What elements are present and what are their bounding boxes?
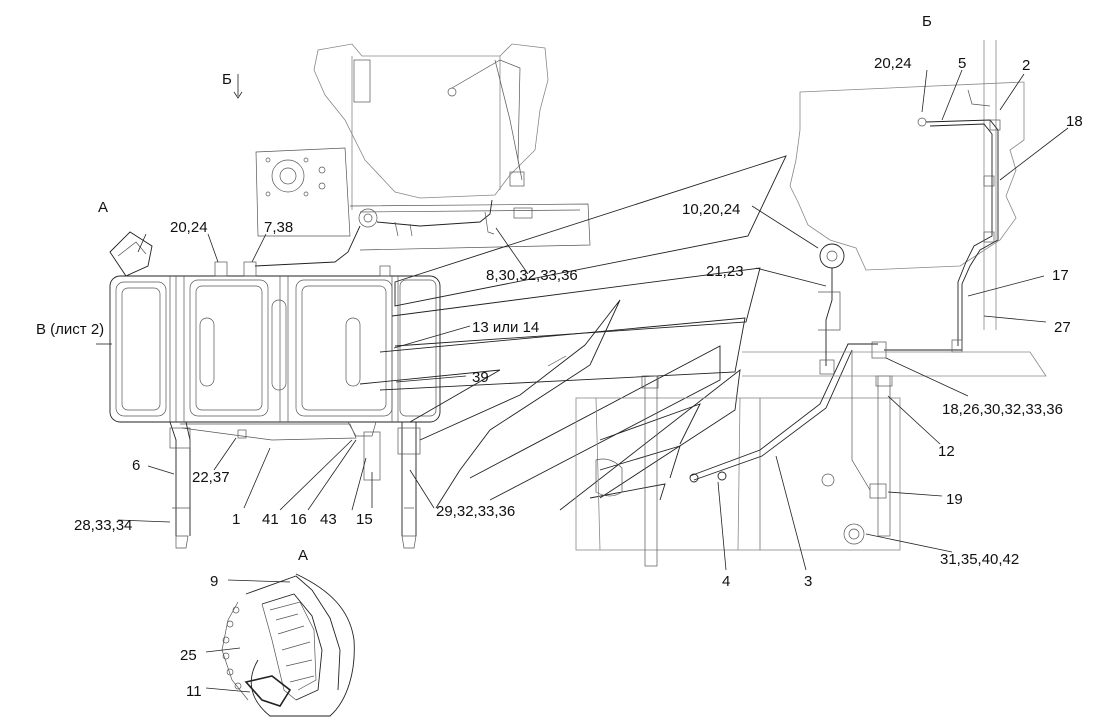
- callout-20-24-left: 20,24: [170, 219, 208, 236]
- callout-9: 9: [210, 573, 218, 590]
- callout-29: 29,32,33,36: [436, 503, 515, 520]
- callout-labels: Б Б А А В (лист 2) 20,24 7,38 8,30,32,33…: [36, 13, 1083, 700]
- engine-outline: [254, 43, 591, 267]
- callout-1: 1: [232, 511, 240, 528]
- callout-3: 3: [804, 573, 812, 590]
- callout-8: 8,30,32,33,36: [486, 267, 578, 284]
- callout-43: 43: [320, 511, 337, 528]
- callout-10-20-24: 10,20,24: [682, 201, 740, 218]
- view-label-v-arrow: В (лист 2): [36, 321, 104, 338]
- view-label-a-main: А: [98, 199, 108, 216]
- view-label-b: Б: [922, 13, 932, 30]
- view-label-b-arrow: Б: [222, 71, 232, 88]
- callout-4: 4: [722, 573, 730, 590]
- view-label-a-detail: А: [298, 547, 308, 564]
- callout-15: 15: [356, 511, 373, 528]
- leader-lines: [96, 69, 1069, 693]
- callout-12: 12: [938, 443, 955, 460]
- callout-7-38: 7,38: [264, 219, 293, 236]
- callout-39: 39: [472, 369, 489, 386]
- callout-22-37: 22,37: [192, 469, 230, 486]
- callout-18: 18: [1066, 113, 1083, 130]
- callout-13-14: 13 или 14: [472, 319, 539, 336]
- callout-6: 6: [132, 457, 140, 474]
- callout-41: 41: [262, 511, 279, 528]
- callout-19: 19: [946, 491, 963, 508]
- callout-21-23: 21,23: [706, 263, 744, 280]
- callout-16: 16: [290, 511, 307, 528]
- callout-28-33-34: 28,33,34: [74, 517, 132, 534]
- callout-27: 27: [1054, 319, 1071, 336]
- callout-11: 11: [186, 683, 202, 700]
- callout-18-26: 18,26,30,32,33,36: [942, 401, 1063, 418]
- callout-17: 17: [1052, 267, 1069, 284]
- view-b-engine: [742, 40, 1047, 377]
- callout-25: 25: [180, 647, 197, 664]
- callout-2: 2: [1022, 57, 1030, 74]
- hose-zigzag-outlines: [359, 155, 787, 511]
- fuel-tank-side-view: [109, 231, 441, 549]
- detail-a: [221, 573, 355, 717]
- callout-5: 5: [958, 55, 966, 72]
- callout-31-35-40-42: 31,35,40,42: [940, 551, 1019, 568]
- callout-20-24-right: 20,24: [874, 55, 912, 72]
